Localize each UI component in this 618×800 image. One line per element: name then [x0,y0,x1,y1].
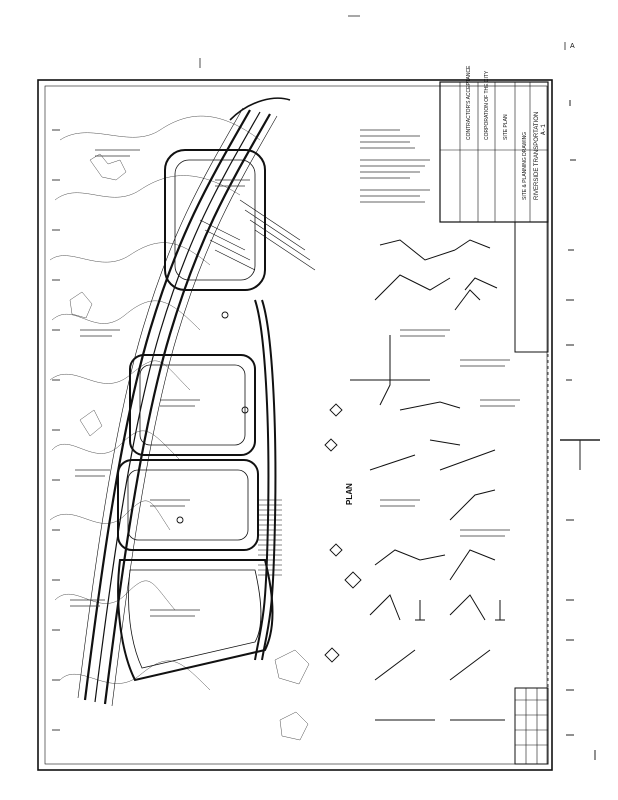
title-stamp-line-2: CORPORATION OF THE CITY [484,70,490,140]
margin-mark-top: A [570,43,575,50]
title-stamp-line-3: SITE PLAN [503,114,509,140]
top-margin-ticks [199,15,566,68]
title-sheet-no: A-1 [540,124,547,135]
dense-linework [199,199,316,576]
terrain-contours [49,115,310,741]
title-project: RIVERSIDE TRANSPORTATION [534,112,540,200]
plan-annotation-marks [70,149,250,617]
revision-block [514,687,549,765]
station-ticks [52,129,60,731]
detail-note-marks [360,129,520,537]
title-stamp-line-1: CONTRACTOR'S ACCEPTANCE [466,65,472,140]
title-block: RIVERSIDE TRANSPORTATION SITE & PLANNING… [439,65,549,353]
right-margin-scale [560,100,600,760]
sheet-border [37,79,553,771]
plan-label: PLAN [345,483,354,505]
site-symbols [176,311,362,663]
title-subtitle: SITE & PLANNING DRAWING [522,132,528,200]
site-loops [117,97,291,682]
profile-details [350,239,505,721]
